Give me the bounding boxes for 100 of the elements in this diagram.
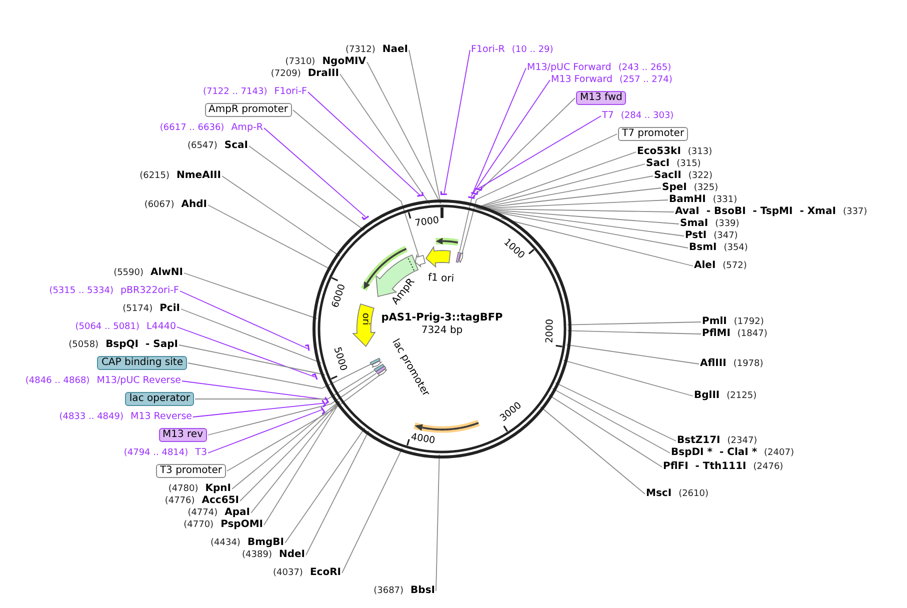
plasmid-size: 7324 bp (421, 325, 463, 337)
leader-line (292, 110, 420, 257)
primer-binding-range: (243 .. 265) (618, 63, 672, 74)
cut-site-position: (6067) (144, 200, 174, 211)
enzyme-name: PflMI (702, 328, 730, 339)
enzyme-name: MscI (646, 488, 672, 499)
leader-line (208, 204, 332, 270)
leader-line (226, 375, 380, 472)
primer-binding-range: (4794 .. 4814) (124, 448, 188, 459)
enzyme-name: ScaI (224, 140, 248, 151)
leader-line (208, 409, 322, 454)
leader-line (264, 128, 366, 218)
cut-site-position: (4776) (164, 496, 195, 507)
primer-name: T3 (195, 447, 207, 458)
leader-line (476, 188, 662, 209)
primer-name: M13 Reverse (130, 411, 192, 422)
leader-line (232, 400, 340, 490)
enzyme-name: SacI (646, 158, 670, 169)
cut-site-position: (354) (724, 243, 748, 254)
leader-line (554, 382, 676, 442)
enzyme-name: AhdI (181, 199, 207, 210)
cut-site-position: (347) (714, 231, 738, 242)
leader-line (563, 360, 694, 396)
leader-line (552, 388, 670, 454)
plasmid-name: pAS1-Prig-3::tagBFP (381, 312, 503, 324)
primer-name: L4440 (146, 321, 176, 332)
cut-site-position: (572) (722, 261, 747, 272)
primer-binding-range: (7122 .. 7143) (202, 87, 268, 98)
primer-binding-range: (4833 .. 4849) (59, 412, 124, 423)
enzyme-name: AlwNI (150, 267, 183, 278)
primer-binding-range: (257 .. 274) (620, 75, 672, 86)
cut-site-position: (7312) (345, 45, 376, 56)
leader-line (250, 401, 340, 514)
enzyme-name: - Tth111I (695, 461, 746, 472)
enzyme-name: SpeI (662, 182, 687, 193)
leader-line (248, 146, 365, 231)
leader-line (476, 176, 654, 209)
enzyme-name: BspDI * (671, 447, 712, 458)
enzyme-name: PspOMI (220, 519, 263, 530)
leader-line (462, 134, 618, 254)
feature-label: CAP binding site (97, 356, 187, 370)
cut-site-position: (313) (688, 147, 712, 158)
leader-line (475, 164, 646, 208)
cut-site-position: (2610) (678, 489, 708, 500)
scale-tick-label: 7000 (414, 214, 440, 230)
leader-line (308, 92, 420, 196)
leader-line (182, 380, 326, 400)
cut-site-position: (5174) (122, 304, 153, 315)
leader-line (540, 406, 646, 494)
leader-line (436, 454, 440, 592)
enzyme-name: - BsoBI (706, 206, 746, 217)
primer-binding-range: (4846 .. 4868) (25, 376, 90, 387)
feature-label: T3 promoter (156, 464, 226, 478)
primer-binding-range: (5315 .. 5334) (49, 286, 114, 297)
leader-line (548, 394, 662, 468)
primer-name: Amp-R (231, 122, 263, 133)
cut-site-position: (4774) (188, 508, 218, 519)
cut-site-position: (2347) (727, 436, 758, 447)
cut-site-position: (331) (712, 195, 738, 206)
primer-name: M13/pUC Reverse (96, 375, 181, 386)
leader-line (478, 208, 680, 224)
cut-site-position: (325) (694, 183, 718, 194)
primer-name: F1ori-R (471, 44, 505, 55)
scale-tick-label: 5000 (332, 346, 350, 372)
cut-site-position: (5590) (114, 268, 144, 279)
enzyme-name: NgoMIV (322, 56, 366, 67)
leader-line (180, 290, 308, 350)
feature-name: ori (358, 313, 371, 326)
enzyme-name: NaeI (382, 44, 408, 55)
cut-site-position: (339) (715, 219, 740, 230)
enzyme-name: KpnI (205, 483, 231, 494)
leader-line (476, 200, 668, 209)
enzyme-name: Eco53kI (637, 146, 681, 157)
cut-site-position: (2407) (764, 448, 794, 459)
feature-label: M13 fwd (576, 91, 626, 105)
enzyme-name: EcoRI (310, 567, 341, 578)
enzyme-name: BspQI (106, 339, 139, 350)
cut-site-position: (4434) (210, 538, 240, 549)
enzyme-name: AleI (694, 260, 716, 271)
enzyme-name: PmlI (702, 316, 727, 327)
leader-line (478, 116, 602, 190)
enzyme-name: AvaI (675, 206, 700, 217)
leader-line (176, 326, 316, 378)
leader-line (474, 152, 636, 208)
enzyme-name: - TspMI (752, 206, 793, 217)
leader-line (473, 80, 550, 193)
leader-line (180, 308, 322, 364)
cut-site-position: (7310) (285, 57, 316, 68)
feature-name: f1 ori (428, 272, 454, 286)
enzyme-name: NdeI (278, 549, 305, 560)
primer-name: M13 Forward (551, 74, 613, 85)
enzyme-name: BamHI (669, 194, 706, 205)
cut-site-position: (4037) (273, 568, 303, 579)
leader-line (342, 448, 403, 574)
cut-site-position: (7209) (270, 69, 301, 80)
primer-name: M13/pUC Forward (527, 62, 612, 73)
enzyme-name: - ClaI * (719, 447, 758, 458)
leader-line (264, 402, 340, 526)
leader-line (178, 344, 326, 376)
primer-name: pBR322ori-F (120, 285, 179, 296)
